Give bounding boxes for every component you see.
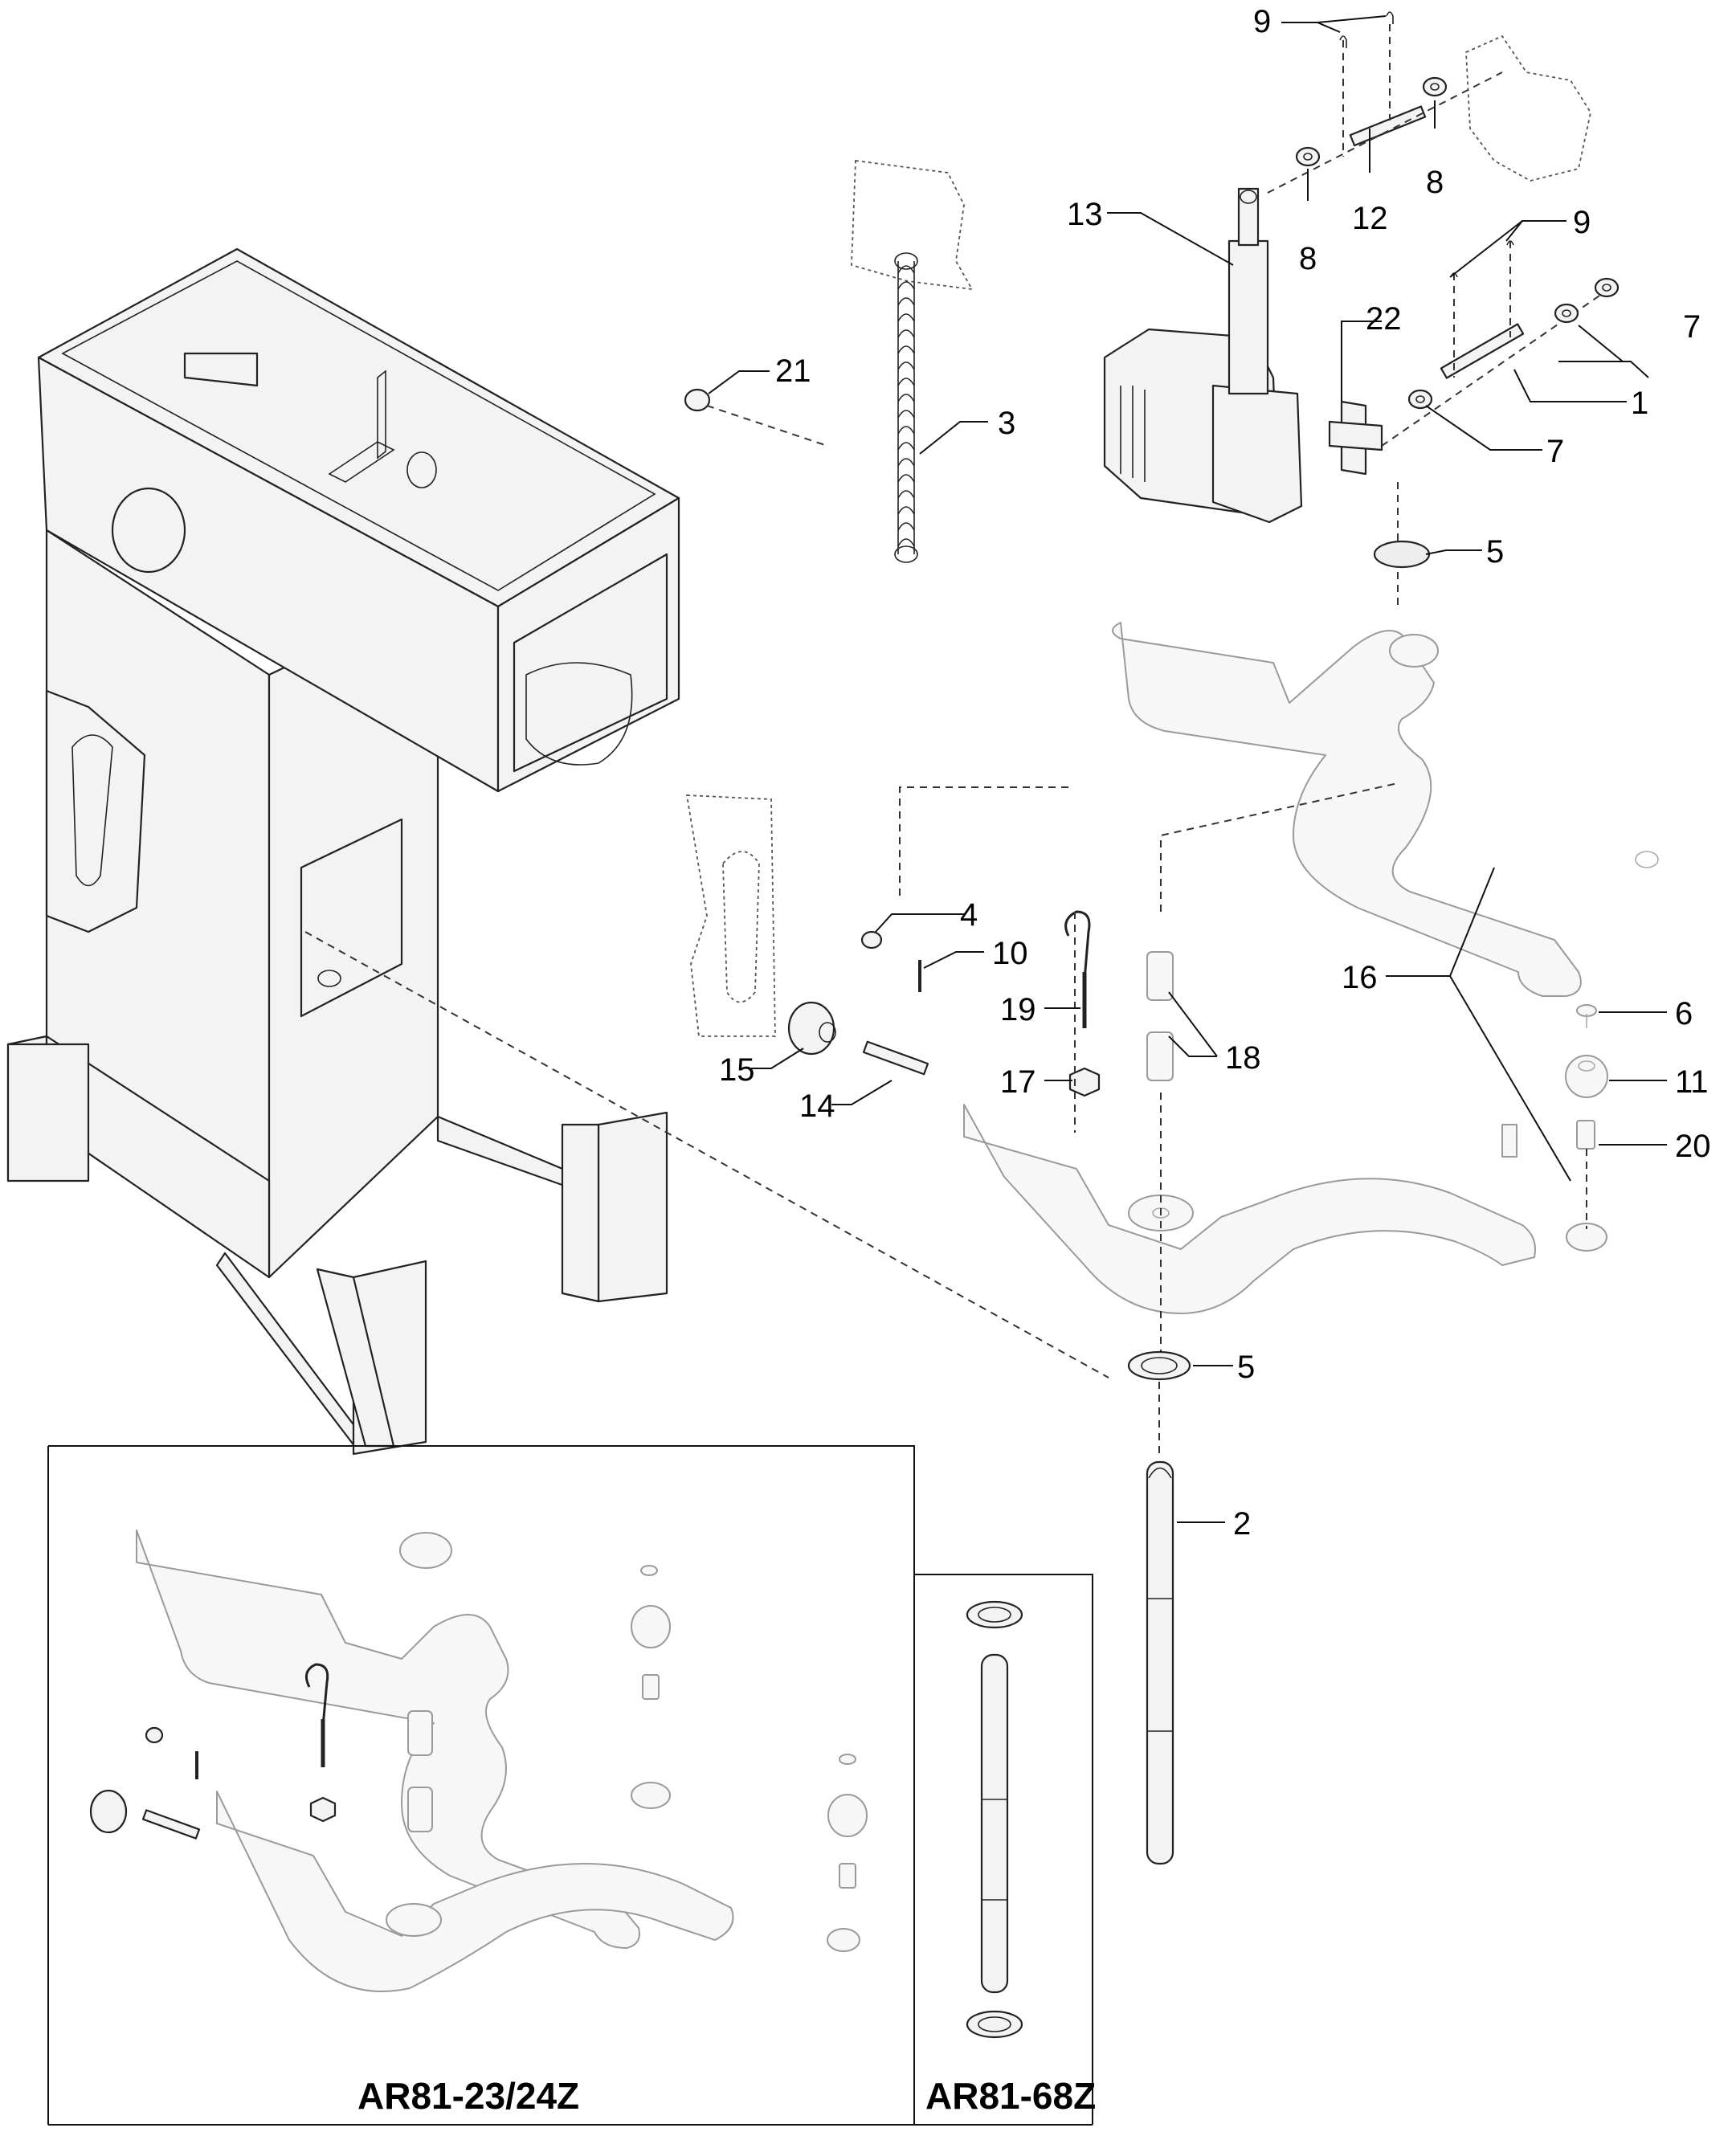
callout-5-bottom: 5	[1237, 1350, 1255, 1385]
callout-9: 9	[1573, 205, 1591, 240]
inset-ar81-23-24z: AR81-23/24Z	[47, 1445, 1093, 2126]
callout-8: 8	[1299, 241, 1317, 276]
spring-part-3	[851, 159, 974, 563]
callout-12: 12	[1352, 201, 1388, 236]
callout-10: 10	[992, 936, 1028, 971]
inset-ar81-68z: AR81-68Z	[913, 1574, 1096, 2125]
callout-leaders	[708, 15, 1667, 1523]
callout-1: 1	[1631, 386, 1648, 421]
callout-18: 18	[1225, 1040, 1261, 1076]
callout-3: 3	[998, 406, 1015, 441]
machine-frame	[6, 247, 680, 1456]
inset-caption-ar81-68z: AR81-68Z	[925, 2075, 1096, 2117]
actuator-part-13	[1103, 187, 1383, 524]
shaft-part-2	[1127, 540, 1431, 1865]
callout-13: 13	[1067, 197, 1103, 232]
callout-9-top: 9	[1253, 4, 1271, 39]
callout-17: 17	[1000, 1064, 1036, 1100]
callout-21: 21	[775, 353, 811, 389]
callout-22: 22	[1366, 301, 1402, 337]
callout-15: 15	[719, 1052, 755, 1088]
inset-caption-ar81-23-24z: AR81-23/24Z	[357, 2075, 579, 2117]
lower-arm-part-16	[963, 1104, 1607, 1314]
callout-7: 7	[1546, 434, 1564, 469]
callout-5-top: 5	[1486, 534, 1504, 570]
callout-16: 16	[1342, 960, 1378, 995]
callout-11: 11	[1675, 1064, 1709, 1100]
small-parts	[304, 388, 1608, 1378]
callout-20: 20	[1675, 1129, 1711, 1164]
right-pin-assembly	[1381, 240, 1620, 447]
callout-4: 4	[960, 897, 978, 933]
callout-19: 19	[1000, 992, 1036, 1027]
callout-numbers: 9 8 12 13 8 9 22 7 1 7 5 3 21 4 10 19 17…	[719, 4, 1711, 1542]
callout-2: 2	[1233, 1506, 1251, 1542]
callout-14: 14	[799, 1088, 835, 1124]
callout-6: 6	[1675, 996, 1693, 1031]
callout-7-right: 7	[1683, 309, 1701, 345]
callout-8-top: 8	[1426, 165, 1444, 200]
